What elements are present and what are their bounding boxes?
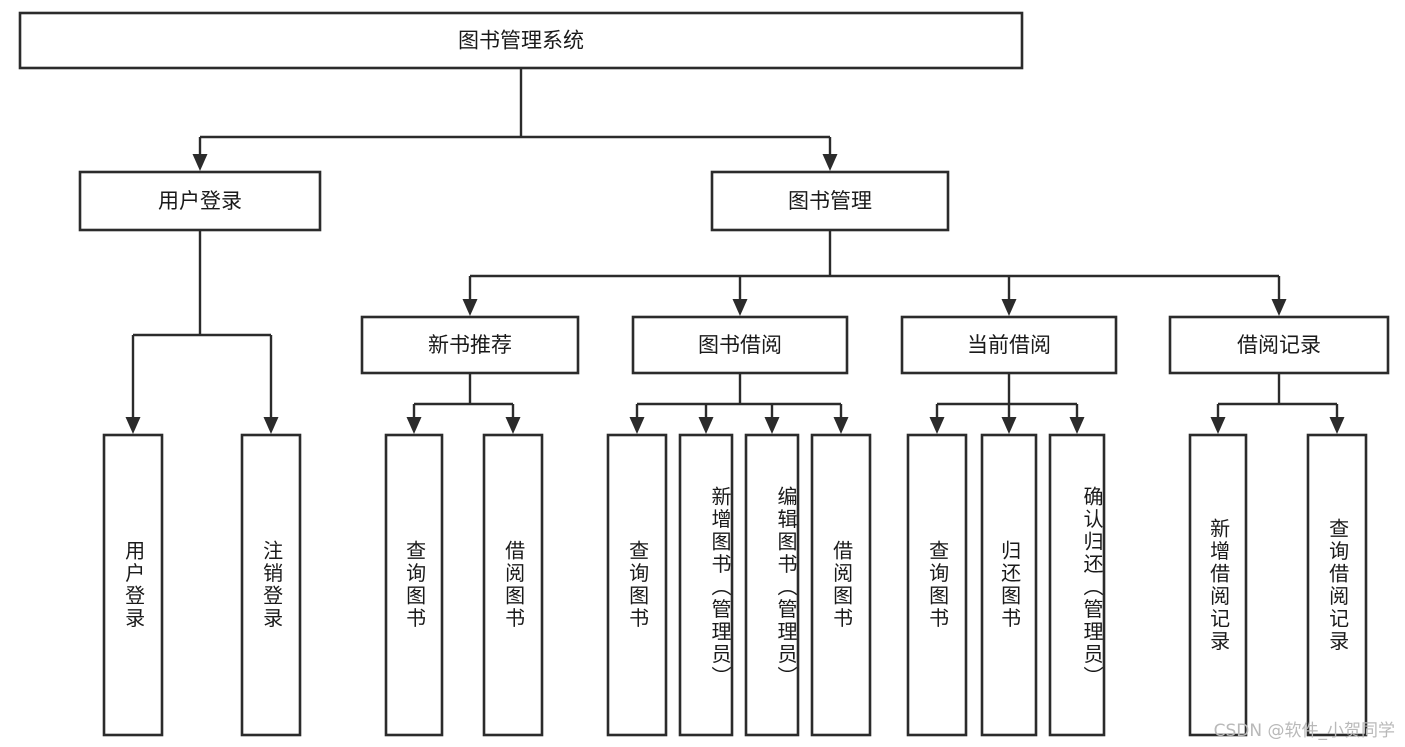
arrow-head-icon [406,417,422,434]
arrow-head-icon [698,417,714,434]
arrow-head-icon [929,417,945,434]
node-box-user-login[interactable] [78,170,322,232]
node-box-leaf-borrow-book-1[interactable] [482,433,544,737]
node-box-leaf-add-book[interactable] [678,433,734,737]
arrow-head-icon [764,417,780,434]
node-box-leaf-user-login[interactable] [102,433,164,737]
node-label-current-borrow: 当前借阅 [967,333,1051,357]
node-box-leaf-query-record[interactable] [1306,433,1368,737]
node-box-leaf-return-book[interactable] [980,433,1038,737]
node-box-layer [18,11,1390,737]
arrow-head-icon [505,417,521,434]
arrow-head-icon [462,299,478,316]
connector-layer [125,68,1345,434]
arrow-head-icon [263,417,279,434]
connector-group-current-to-leaves [929,373,1085,434]
arrow-head-icon [1001,417,1017,434]
node-box-leaf-query-book-1[interactable] [384,433,444,737]
connector-group-bookmanage-to-level3 [462,230,1287,316]
node-label-root: 图书管理系统 [458,29,584,53]
node-box-leaf-borrow-book-2[interactable] [810,433,872,737]
arrow-head-icon [822,154,838,171]
connector-group-userlogin-to-leaves [125,230,279,434]
node-box-leaf-confirm-return[interactable] [1048,433,1106,737]
node-label-book-borrow: 图书借阅 [698,333,782,357]
node-box-leaf-query-book-2[interactable] [606,433,668,737]
connector-group-borrow-to-leaves [629,373,849,434]
arrow-head-icon [732,299,748,316]
node-label-new-book-rec: 新书推荐 [428,333,512,357]
csdn-watermark: CSDN @软件_小贺同学 [1213,721,1395,741]
arrow-head-icon [192,154,208,171]
connector-group-root-to-level2 [192,68,838,171]
connector-group-newbook-to-leaves [406,373,521,434]
node-box-root[interactable] [18,11,1024,70]
arrow-head-icon [125,417,141,434]
node-box-current-borrow[interactable] [900,315,1118,375]
node-box-leaf-add-record[interactable] [1188,433,1248,737]
arrow-head-icon [629,417,645,434]
node-box-book-borrow[interactable] [631,315,849,375]
node-box-new-book-rec[interactable] [360,315,580,375]
node-box-leaf-logout[interactable] [240,433,302,737]
arrow-head-icon [1271,299,1287,316]
arrow-head-icon [1069,417,1085,434]
node-label-book-manage: 图书管理 [788,189,872,213]
node-box-leaf-edit-book[interactable] [744,433,800,737]
node-label-borrow-record: 借阅记录 [1237,333,1321,357]
arrow-head-icon [1329,417,1345,434]
node-label-user-login: 用户登录 [158,189,242,213]
arrow-head-icon [1210,417,1226,434]
node-box-book-manage[interactable] [710,170,950,232]
arrow-head-icon [1001,299,1017,316]
arrow-head-icon [833,417,849,434]
connector-group-record-to-leaves [1210,373,1345,434]
node-box-leaf-query-book-3[interactable] [906,433,968,737]
node-box-borrow-record[interactable] [1168,315,1390,375]
